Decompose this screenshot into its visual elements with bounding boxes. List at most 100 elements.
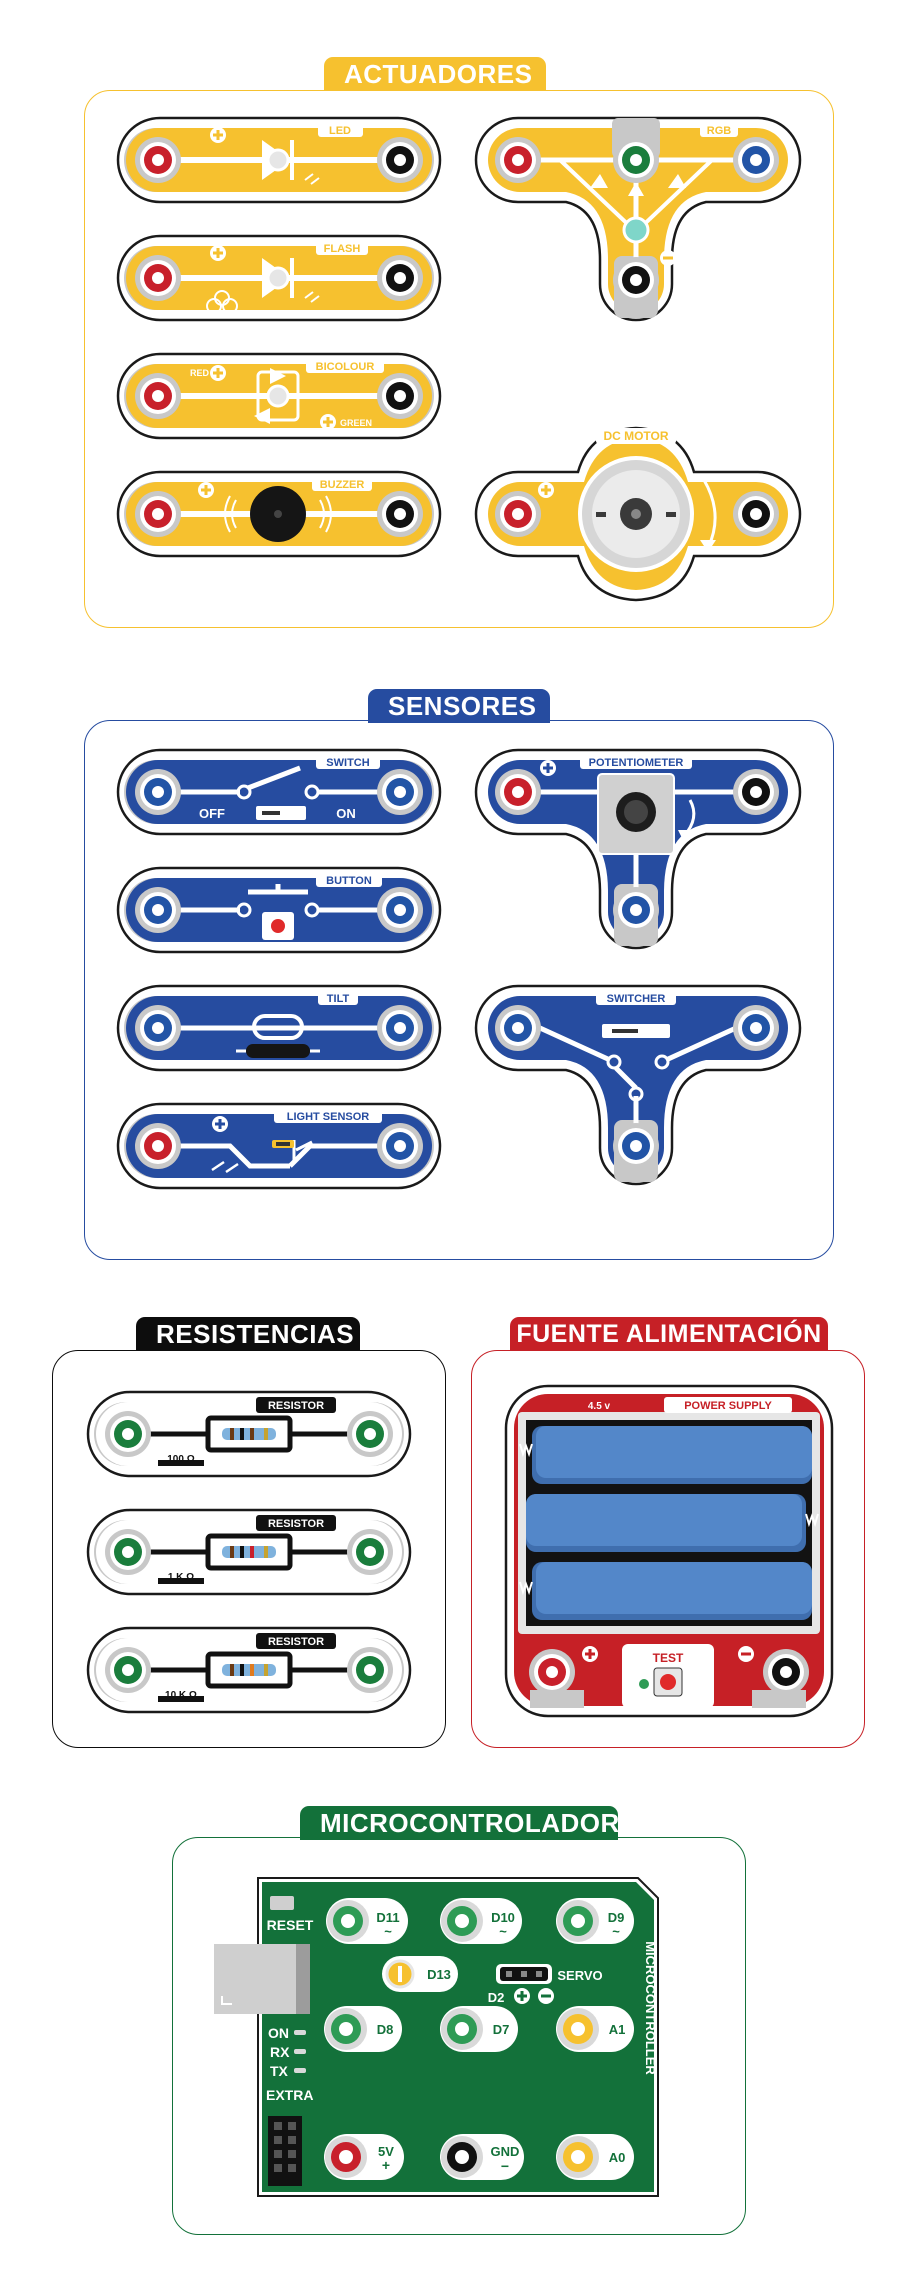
battery-cell xyxy=(532,1562,812,1620)
light-sensor-module[interactable]: LIGHT SENSOR xyxy=(116,1102,442,1190)
pin-d9[interactable]: D9 ~ xyxy=(556,1898,634,1944)
resistor-100-module[interactable]: RESISTOR 100 Ω xyxy=(86,1390,412,1478)
flash-positive-socket[interactable] xyxy=(135,255,181,301)
power-positive-socket[interactable] xyxy=(529,1649,575,1695)
switcher-label: SWITCHER xyxy=(607,993,666,1005)
pot-negative-socket[interactable] xyxy=(733,769,779,815)
led-negative-socket[interactable] xyxy=(377,137,423,183)
pot-positive-socket[interactable] xyxy=(495,769,541,815)
resistor-1k-right-socket[interactable] xyxy=(347,1529,393,1575)
resistor-10k-value: 10 K Ω xyxy=(165,1690,197,1701)
tilt-module[interactable]: TILT xyxy=(116,984,442,1072)
reset-label: RESET xyxy=(267,1917,314,1933)
switcher-common-socket[interactable] xyxy=(613,1123,659,1169)
resistor-1k-module[interactable]: RESISTOR 1 K Ω xyxy=(86,1508,412,1596)
test-button[interactable] xyxy=(656,1668,680,1692)
switcher-left-socket[interactable] xyxy=(495,1005,541,1051)
pin-a0-label: A0 xyxy=(609,2150,626,2165)
resistor-10k-label: RESISTOR xyxy=(268,1636,324,1648)
switch-left-socket[interactable] xyxy=(135,769,181,815)
motor-positive-socket[interactable] xyxy=(495,491,541,537)
buzzer-negative-socket[interactable] xyxy=(377,491,423,537)
resistor-100-value: 100 Ω xyxy=(167,1454,194,1465)
bicolour-green-label: GREEN xyxy=(340,418,372,428)
power-negative-socket[interactable] xyxy=(763,1649,809,1695)
resistor-10k-left-socket[interactable] xyxy=(105,1647,151,1693)
potentiometer-module[interactable]: POTENTIOMETER xyxy=(474,748,802,950)
motor-negative-socket[interactable] xyxy=(733,491,779,537)
microcontroller-board: RESET ON RX TX EXTRA SERVO D2 MICROCONTR… xyxy=(214,1877,659,2197)
button-label: BUTTON xyxy=(326,875,372,887)
flash-module[interactable]: FLASH xyxy=(116,234,442,322)
resistor-100-left-socket[interactable] xyxy=(105,1411,151,1457)
potentiometer-label: POTENTIOMETER xyxy=(589,757,684,769)
tilt-right-socket[interactable] xyxy=(377,1005,423,1051)
dc-motor-module[interactable]: DC MOTOR xyxy=(474,426,802,602)
switch-label: SWITCH xyxy=(326,757,369,769)
micro-section-title: MICROCONTROLADOR xyxy=(300,1806,619,1840)
servo-plus-icon xyxy=(514,1988,530,2004)
resistor-100-right-socket[interactable] xyxy=(347,1411,393,1457)
rgb-red-socket[interactable] xyxy=(495,137,541,183)
rgb-module[interactable]: RGB xyxy=(474,116,802,322)
light-sensor-negative-socket[interactable] xyxy=(377,1123,423,1169)
buzzer-positive-socket[interactable] xyxy=(135,491,181,537)
on-indicator xyxy=(294,2030,306,2035)
rgb-green-socket[interactable] xyxy=(613,137,659,183)
pot-wiper-socket[interactable] xyxy=(613,887,659,933)
button-module[interactable]: BUTTON xyxy=(116,866,442,954)
rgb-blue-socket[interactable] xyxy=(733,137,779,183)
test-label: TEST xyxy=(653,1651,684,1665)
pin-d9-label: D9 xyxy=(608,1910,625,1925)
bicolour-green-socket[interactable] xyxy=(377,373,423,419)
bicolour-label: BICOLOUR xyxy=(316,361,375,373)
pin-a0[interactable]: A0 xyxy=(556,2134,634,2180)
resistor-1k-left-socket[interactable] xyxy=(105,1529,151,1575)
pin-gnd-label: GND xyxy=(491,2144,520,2159)
pin-a1[interactable]: A1 xyxy=(556,2006,634,2052)
bicolour-red-socket[interactable] xyxy=(135,373,181,419)
pin-d7-label: D7 xyxy=(493,2022,510,2037)
pin-d11[interactable]: D11 ~ xyxy=(326,1898,408,1944)
switcher-right-socket[interactable] xyxy=(733,1005,779,1051)
tx-indicator xyxy=(294,2068,306,2073)
switch-off-label: OFF xyxy=(199,806,225,821)
flash-label: FLASH xyxy=(324,243,361,255)
pin-d8[interactable]: D8 xyxy=(324,2006,402,2052)
resistor-1k-value: 1 K Ω xyxy=(168,1572,194,1583)
buzzer-module[interactable]: BUZZER xyxy=(116,470,442,558)
switch-module[interactable]: OFF ON SWITCH xyxy=(116,748,442,836)
light-sensor-positive-socket[interactable] xyxy=(135,1123,181,1169)
button-right-socket[interactable] xyxy=(377,887,423,933)
bicolour-module[interactable]: RED GREEN BICOLOUR xyxy=(116,352,442,440)
resistor-100-label: RESISTOR xyxy=(268,1400,324,1412)
rgb-common-socket[interactable] xyxy=(613,257,659,303)
led-positive-socket[interactable] xyxy=(135,137,181,183)
pin-a1-label: A1 xyxy=(609,2022,626,2037)
pin-d11-label: D11 xyxy=(376,1910,399,1925)
pin-gnd[interactable]: GND − xyxy=(440,2134,524,2180)
bicolour-red-label: RED xyxy=(190,368,210,378)
led-d13-label: D13 xyxy=(427,1967,451,1982)
switch-on-label: ON xyxy=(336,806,356,821)
switch-right-socket[interactable] xyxy=(377,769,423,815)
servo-label: SERVO xyxy=(557,1968,602,1983)
pin-d11-pwm: ~ xyxy=(384,1924,392,1939)
pin-5v-label: 5V xyxy=(378,2144,394,2159)
led-module[interactable]: LED xyxy=(116,116,442,204)
resistor-10k-right-socket[interactable] xyxy=(347,1647,393,1693)
pin-d10[interactable]: D10 ~ xyxy=(440,1898,522,1944)
button-left-socket[interactable] xyxy=(135,887,181,933)
resistor-10k-module[interactable]: RESISTOR 10 K Ω xyxy=(86,1626,412,1714)
extra-header[interactable] xyxy=(268,2116,302,2186)
pin-d7[interactable]: D7 xyxy=(440,2006,518,2052)
resistors-section-title: RESISTENCIAS xyxy=(136,1317,360,1351)
tilt-left-socket[interactable] xyxy=(135,1005,181,1051)
reset-button[interactable] xyxy=(270,1896,294,1910)
rx-indicator xyxy=(294,2049,306,2054)
power-supply-module[interactable]: 4.5 v POWER SUPPLY TEST xyxy=(504,1384,834,1718)
switcher-module[interactable]: SWITCHER xyxy=(474,984,802,1186)
flash-negative-socket[interactable] xyxy=(377,255,423,301)
pin-5v[interactable]: 5V + xyxy=(324,2134,404,2180)
sensors-section-title: SENSORES xyxy=(368,689,550,723)
